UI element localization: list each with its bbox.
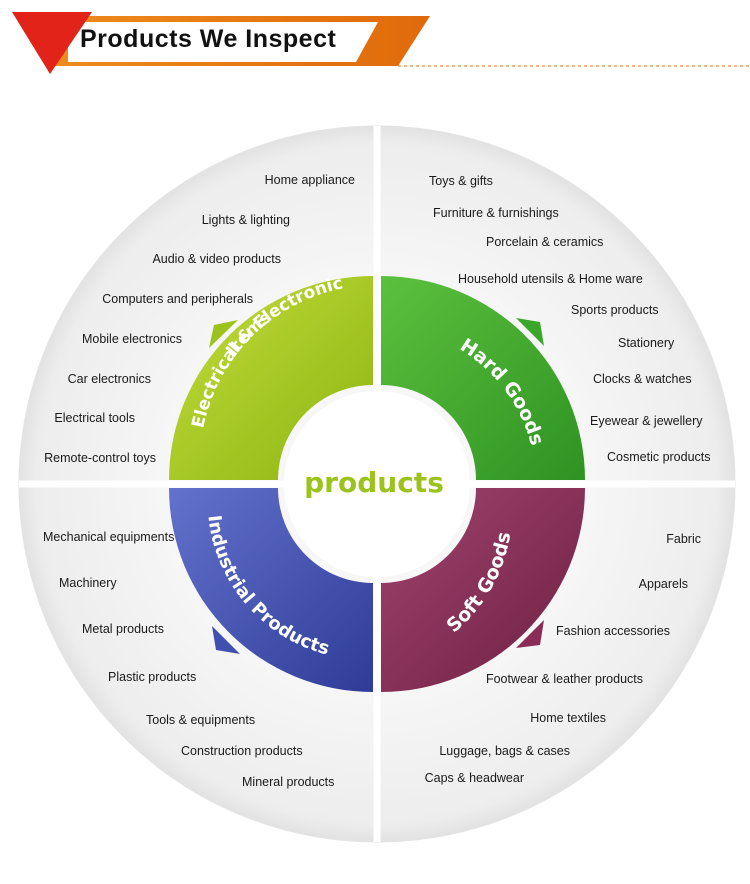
list-item-industrial: Plastic products (108, 670, 196, 684)
list-item-soft-goods: Home textiles (530, 711, 606, 725)
list-item-hard-goods: Eyewear & jewellery (590, 414, 703, 428)
list-item-hard-goods: Clocks & watches (593, 372, 692, 386)
list-item-electrical: Remote-control toys (44, 451, 156, 465)
quadrant-soft-goods (381, 488, 585, 692)
list-item-hard-goods: Sports products (571, 303, 659, 317)
list-item-industrial: Tools & equipments (146, 713, 255, 727)
list-item-electrical: Audio & video products (152, 252, 281, 266)
list-item-electrical: Mobile electronics (82, 332, 182, 346)
banner-red-triangle (12, 12, 92, 74)
list-item-electrical: Car electronics (68, 372, 151, 386)
list-item-electrical: Home appliance (265, 173, 355, 187)
list-item-hard-goods: Toys & gifts (429, 174, 493, 188)
list-item-hard-goods: Furniture & furnishings (433, 206, 559, 220)
pointer-hard-goods (516, 318, 544, 346)
banner-white-plate (68, 22, 378, 62)
list-item-electrical: Electrical tools (54, 411, 135, 425)
list-item-hard-goods: Stationery (618, 336, 675, 350)
list-item-hard-goods: Household utensils & Home ware (458, 272, 643, 286)
list-item-industrial: Machinery (59, 576, 117, 590)
list-item-soft-goods: Fabric (666, 532, 701, 546)
list-item-soft-goods: Apparels (639, 577, 688, 591)
list-item-electrical: Computers and peripherals (102, 292, 253, 306)
list-item-electrical: Lights & lighting (202, 213, 290, 227)
list-item-hard-goods: Porcelain & ceramics (486, 235, 603, 249)
quadrant-electrical (169, 276, 373, 480)
list-item-industrial: Mechanical equipments (43, 530, 174, 544)
pointer-soft-goods (516, 620, 544, 648)
center-label: products (304, 466, 444, 499)
pointer-electrical (209, 320, 238, 348)
quadrant-industrial (169, 488, 373, 692)
list-item-soft-goods: Fashion accessories (556, 624, 670, 638)
list-item-hard-goods: Cosmetic products (607, 450, 711, 464)
page-title: Products We Inspect (80, 25, 337, 53)
list-item-soft-goods: Caps & headwear (425, 771, 524, 785)
pointer-industrial (212, 626, 240, 654)
list-item-industrial: Mineral products (242, 775, 334, 789)
list-item-industrial: Construction products (181, 744, 303, 758)
list-item-soft-goods: Luggage, bags & cases (439, 744, 570, 758)
list-item-soft-goods: Footwear & leather products (486, 672, 643, 686)
list-item-industrial: Metal products (82, 622, 164, 636)
title-banner (12, 12, 750, 74)
center-circle (284, 391, 470, 577)
quadrant-hard-goods (381, 276, 585, 480)
